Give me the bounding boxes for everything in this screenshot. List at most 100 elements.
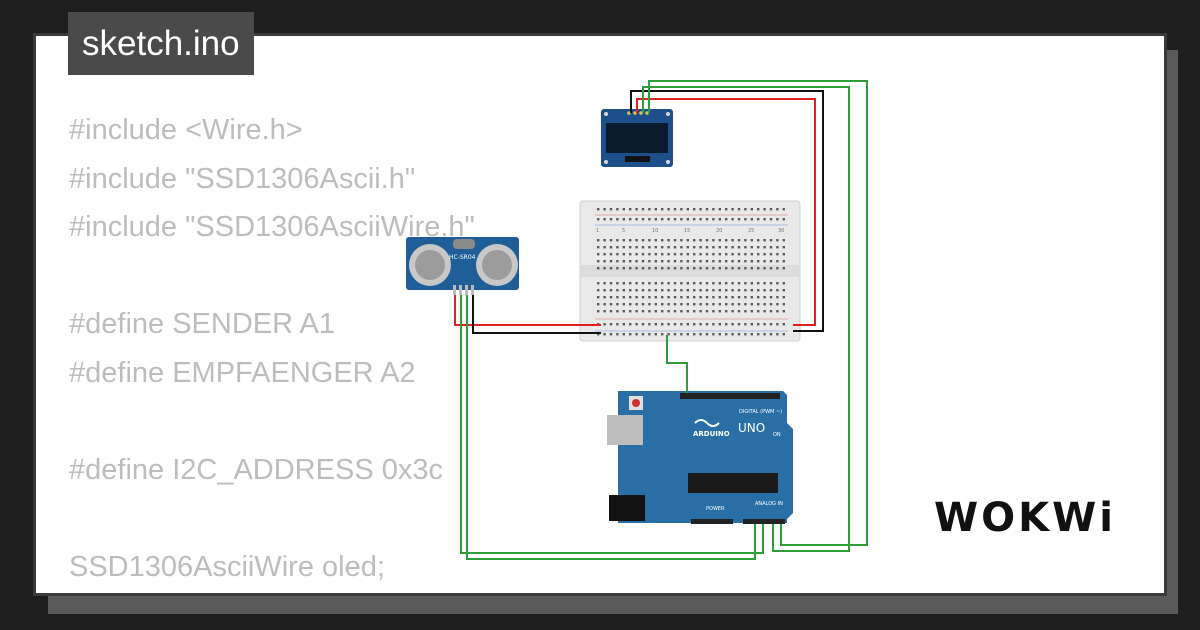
breadboard-hole <box>622 310 625 313</box>
breadboard-hole <box>769 282 773 285</box>
breadboard-hole <box>725 289 728 292</box>
breadboard-hole <box>731 253 734 256</box>
breadboard-hole <box>609 246 613 249</box>
breadboard-hole <box>712 253 715 256</box>
breadboard-hole <box>725 260 728 263</box>
breadboard-hole <box>667 267 670 270</box>
circuit-diagram: 1 5 10 15 20 25 30 <box>406 80 868 560</box>
breadboard-hole <box>635 323 638 326</box>
breadboard-hole <box>686 296 689 299</box>
breadboard-hole <box>712 333 715 336</box>
breadboard-hole <box>731 267 734 270</box>
breadboard-hole <box>718 260 721 263</box>
breadboard-hole <box>782 246 785 249</box>
breadboard-hole <box>635 303 638 306</box>
breadboard-hole <box>782 253 785 256</box>
breadboard-hole <box>641 282 645 285</box>
breadboard-hole <box>603 333 606 336</box>
breadboard-hole <box>712 267 715 270</box>
breadboard-hole <box>661 296 664 299</box>
breadboard-hole <box>597 208 600 211</box>
breadboard-hole <box>673 208 677 211</box>
breadboard-hole <box>667 323 670 326</box>
breadboard-hole <box>776 310 779 313</box>
wire-oled-vcc <box>636 98 816 326</box>
breadboard-hole <box>603 310 606 313</box>
breadboard-hole <box>654 260 657 263</box>
breadboard-hole <box>776 218 779 221</box>
breadboard-hole <box>757 303 760 306</box>
breadboard-hole <box>782 260 785 263</box>
breadboard-hole <box>648 218 651 221</box>
breadboard-hole <box>750 239 753 242</box>
breadboard-hole <box>757 323 760 326</box>
breadboard-hole <box>699 333 702 336</box>
breadboard-hole <box>718 310 721 313</box>
breadboard-hole <box>725 218 728 221</box>
breadboard-hole <box>737 303 741 306</box>
breadboard-hole <box>641 253 645 256</box>
breadboard-hole <box>750 323 753 326</box>
breadboard-hole <box>757 296 760 299</box>
breadboard-hole <box>731 310 734 313</box>
breadboard-hole <box>718 296 721 299</box>
breadboard-hole <box>609 333 613 336</box>
breadboard-hole <box>654 296 657 299</box>
breadboard-hole <box>744 246 747 249</box>
code-line: SSD1306AsciiWire oled; <box>69 550 385 583</box>
breadboard-hole <box>635 282 638 285</box>
breadboard-hole <box>699 323 702 326</box>
breadboard-hole <box>718 246 721 249</box>
breadboard-hole <box>622 239 625 242</box>
bb-col-1: 1 <box>596 228 599 234</box>
breadboard-hole <box>763 310 766 313</box>
breadboard-hole <box>744 282 747 285</box>
breadboard-hole <box>629 218 632 221</box>
breadboard-hole <box>667 218 670 221</box>
breadboard-hole <box>616 208 619 211</box>
breadboard-hole <box>622 333 625 336</box>
ultrasonic-sensor: HC-SR04 <box>406 237 519 295</box>
breadboard-hole <box>667 289 670 292</box>
breadboard-hole <box>737 239 741 242</box>
breadboard-hole <box>725 310 728 313</box>
arduino-brand-label: ARDUINO <box>693 430 730 438</box>
bb-col-30: 30 <box>778 228 784 234</box>
breadboard-hole <box>693 310 696 313</box>
breadboard-hole <box>597 333 600 336</box>
breadboard-hole <box>693 303 696 306</box>
breadboard-hole <box>622 253 625 256</box>
wire-sensor-trig <box>460 295 764 554</box>
breadboard-hole <box>680 310 683 313</box>
breadboard-hole <box>641 289 645 292</box>
breadboard-hole <box>737 310 741 313</box>
breadboard-hole <box>629 260 632 263</box>
breadboard-hole <box>712 246 715 249</box>
breadboard-hole <box>603 296 606 299</box>
breadboard-hole <box>680 333 683 336</box>
wokwi-logo: WOKWi <box>934 495 1116 541</box>
breadboard-hole <box>648 323 651 326</box>
breadboard-hole <box>629 303 632 306</box>
breadboard-hole <box>635 267 638 270</box>
breadboard-hole <box>782 282 785 285</box>
breadboard-hole <box>718 333 721 336</box>
breadboard-hole <box>609 303 613 306</box>
code-line: #define SENDER A1 <box>69 308 335 340</box>
breadboard-hole <box>629 296 632 299</box>
breadboard-hole <box>616 282 619 285</box>
breadboard-hole <box>616 296 619 299</box>
breadboard-hole <box>635 239 638 242</box>
file-tab[interactable]: sketch.ino <box>68 12 254 75</box>
breadboard-hole <box>609 310 613 313</box>
breadboard-hole <box>782 333 785 336</box>
breadboard-hole <box>731 246 734 249</box>
breadboard-hole <box>705 303 709 306</box>
breadboard-hole <box>597 246 600 249</box>
breadboard-hole <box>757 239 760 242</box>
breadboard-hole <box>641 303 645 306</box>
wire-sensor-gnd <box>472 295 601 334</box>
breadboard-hole <box>693 323 696 326</box>
breadboard-hole <box>693 289 696 292</box>
wire-oled-scl <box>642 86 850 552</box>
